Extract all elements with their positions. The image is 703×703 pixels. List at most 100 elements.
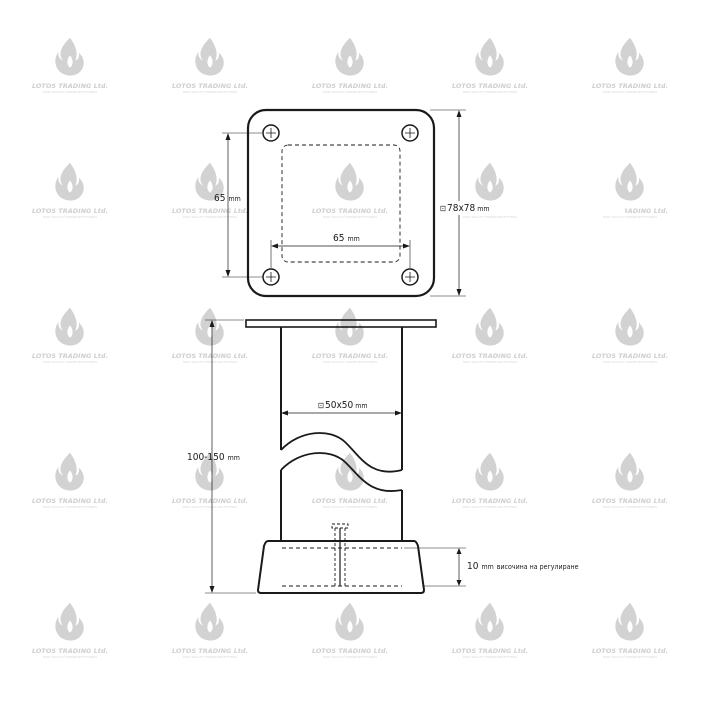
watermark-company-name: LOTOS TRADING Ltd. — [172, 207, 248, 215]
watermark-logo: LOTOS TRADING Ltd.HIGH QUALITY FURNITURE… — [32, 307, 108, 364]
watermark-tagline: HIGH QUALITY FURNITURE FITTINGS — [603, 215, 657, 219]
flame-icon — [475, 602, 504, 641]
watermark-company-name: LOTOS TRADING Ltd. — [452, 647, 528, 655]
watermark-logo: LOTOS TRADING Ltd.HIGH QUALITY FURNITURE… — [592, 162, 668, 219]
flame-icon — [55, 452, 84, 491]
watermark-tagline: HIGH QUALITY FURNITURE FITTINGS — [183, 655, 237, 659]
watermark-logo: LOTOS TRADING Ltd.HIGH QUALITY FURNITURE… — [312, 452, 388, 509]
flame-icon — [55, 37, 84, 76]
watermark-tagline: HIGH QUALITY FURNITURE FITTINGS — [43, 215, 97, 219]
flame-icon — [55, 602, 84, 641]
watermark-company-name: LOTOS TRADING Ltd. — [312, 352, 388, 360]
watermark-logo: LOTOS TRADING Ltd.HIGH QUALITY FURNITURE… — [32, 162, 108, 219]
watermark-company-name: LOTOS TRADING Ltd. — [592, 352, 668, 360]
watermark-tagline: HIGH QUALITY FURNITURE FITTINGS — [463, 505, 517, 509]
adjustment-unit: mm — [481, 563, 493, 571]
watermark-logo: LOTOS TRADING Ltd.HIGH QUALITY FURNITURE… — [452, 37, 528, 94]
watermark-company-name: LOTOS TRADING Ltd. — [172, 352, 248, 360]
mounting-hole — [262, 124, 280, 142]
tube-size-symbol: ⊡ — [318, 401, 324, 410]
plate-size-symbol: ⊡ — [440, 204, 446, 213]
watermark-company-name: LOTOS TRADING Ltd. — [592, 207, 668, 215]
watermark-company-name: LOTOS TRADING Ltd. — [32, 647, 108, 655]
watermark-tagline: HIGH QUALITY FURNITURE FITTINGS — [183, 360, 237, 364]
watermark-logo: LOTOS TRADING Ltd.HIGH QUALITY FURNITURE… — [32, 452, 108, 509]
mounting-hole — [262, 268, 280, 286]
watermark-company-name: LOTOS TRADING Ltd. — [452, 497, 528, 505]
watermark-tagline: HIGH QUALITY FURNITURE FITTINGS — [323, 505, 377, 509]
watermark-logo: LOTOS TRADING Ltd.HIGH QUALITY FURNITURE… — [32, 37, 108, 94]
watermark-tagline: HIGH QUALITY FURNITURE FITTINGS — [603, 360, 657, 364]
adjustable-foot — [256, 523, 426, 594]
watermark-tagline: HIGH QUALITY FURNITURE FITTINGS — [43, 505, 97, 509]
watermark-company-name: LOTOS TRADING Ltd. — [172, 82, 248, 90]
plate-size-unit: mm — [477, 205, 489, 213]
watermark-logo: LOTOS TRADING Ltd.HIGH QUALITY FURNITURE… — [172, 307, 248, 364]
watermark-logo: LOTOS TRADING Ltd.HIGH QUALITY FURNITURE… — [592, 602, 668, 659]
watermark-company-name: LOTOS TRADING Ltd. — [32, 207, 108, 215]
watermark-company-name: LOTOS TRADING Ltd. — [312, 647, 388, 655]
plate-size-value: 78x78 — [447, 203, 475, 214]
flame-icon — [55, 162, 84, 201]
flame-icon — [615, 162, 644, 201]
watermark-logo: LOTOS TRADING Ltd.HIGH QUALITY FURNITURE… — [592, 452, 668, 509]
watermark-tagline: HIGH QUALITY FURNITURE FITTINGS — [323, 215, 377, 219]
watermark-tagline: HIGH QUALITY FURNITURE FITTINGS — [603, 90, 657, 94]
tube-lower — [280, 470, 403, 541]
flame-icon — [335, 37, 364, 76]
hole-spacing-horizontal-unit: mm — [347, 235, 359, 243]
watermark-logo: LOTOS TRADING Ltd.HIGH QUALITY FURNITURE… — [172, 162, 248, 219]
adjustment-value: 10 — [467, 561, 479, 572]
watermark-logo: LOTOS TRADING Ltd.HIGH QUALITY FURNITURE… — [452, 307, 528, 364]
watermark-logo: LOTOS TRADING Ltd.HIGH QUALITY FURNITURE… — [312, 307, 388, 364]
flame-icon — [195, 602, 224, 641]
tube-size-value: 50x50 — [325, 400, 353, 411]
watermark-tagline: HIGH QUALITY FURNITURE FITTINGS — [463, 90, 517, 94]
hole-spacing-vertical-value: 65 — [214, 193, 225, 204]
watermark-tagline: HIGH QUALITY FURNITURE FITTINGS — [183, 215, 237, 219]
watermark-logo: LOTOS TRADING Ltd.HIGH QUALITY FURNITURE… — [32, 602, 108, 659]
watermark-company-name: LOTOS TRADING Ltd. — [312, 497, 388, 505]
tube-size-unit: mm — [355, 402, 367, 410]
watermark-tagline: HIGH QUALITY FURNITURE FITTINGS — [463, 360, 517, 364]
flame-icon — [55, 307, 84, 346]
hole-spacing-horizontal-value: 65 — [333, 233, 344, 244]
flame-icon — [335, 602, 364, 641]
flame-icon — [615, 452, 644, 491]
flame-icon — [475, 162, 504, 201]
watermark-logo: LOTOS TRADING Ltd.HIGH QUALITY FURNITURE… — [312, 37, 388, 94]
watermark-tagline: HIGH QUALITY FURNITURE FITTINGS — [43, 90, 97, 94]
watermark-company-name: LOTOS TRADING Ltd. — [32, 497, 108, 505]
watermark-tagline: HIGH QUALITY FURNITURE FITTINGS — [463, 215, 517, 219]
flame-icon — [195, 307, 224, 346]
watermark-tagline: HIGH QUALITY FURNITURE FITTINGS — [323, 360, 377, 364]
watermark-company-name: LOTOS TRADING Ltd. — [452, 352, 528, 360]
watermark-logo: LOTOS TRADING Ltd.HIGH QUALITY FURNITURE… — [312, 162, 388, 219]
watermark-tagline: HIGH QUALITY FURNITURE FITTINGS — [183, 90, 237, 94]
watermark-company-name: LOTOS TRADING Ltd. — [32, 352, 108, 360]
tube-upper — [280, 327, 403, 470]
hole-spacing-vertical-unit: mm — [228, 195, 240, 203]
height-unit: mm — [228, 454, 240, 462]
watermark-logo: LOTOS TRADING Ltd.HIGH QUALITY FURNITURE… — [172, 602, 248, 659]
mounting-hole — [401, 268, 419, 286]
watermark-tagline: HIGH QUALITY FURNITURE FITTINGS — [183, 505, 237, 509]
watermark-tagline: HIGH QUALITY FURNITURE FITTINGS — [463, 655, 517, 659]
flame-icon — [475, 307, 504, 346]
flame-icon — [615, 602, 644, 641]
watermark-logo: LOTOS TRADING Ltd.HIGH QUALITY FURNITURE… — [592, 37, 668, 94]
watermark-company-name: LOTOS TRADING Ltd. — [452, 82, 528, 90]
watermark-company-name: LOTOS TRADING Ltd. — [312, 207, 388, 215]
adjustment-note: височина на регулиране — [497, 563, 579, 571]
flame-icon — [615, 37, 644, 76]
